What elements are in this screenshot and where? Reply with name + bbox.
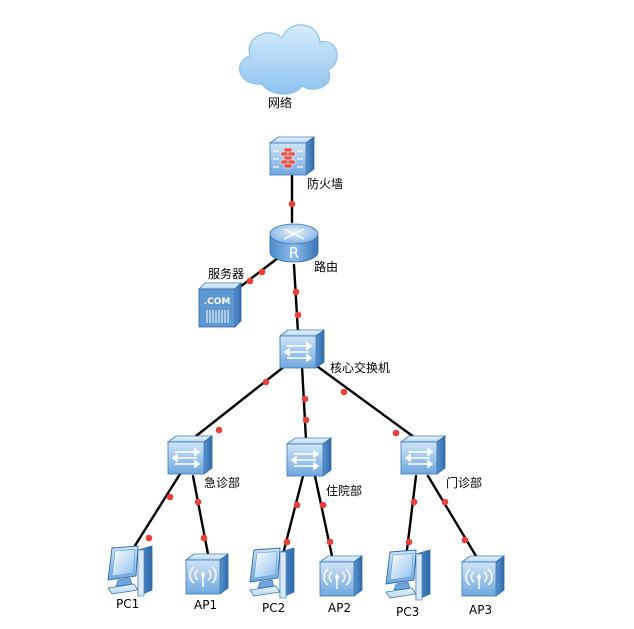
router-label: 路由 (314, 259, 338, 274)
ap1-label: AP1 (194, 598, 217, 612)
link-emergency-pc1 (129, 472, 182, 554)
link-outpatient-pc3 (404, 474, 418, 560)
link-router-server (234, 256, 280, 292)
firewall-icon (268, 136, 316, 176)
port-dot (262, 378, 270, 386)
pc3-label: PC3 (396, 605, 419, 619)
link-core-switch-inpatient (300, 364, 308, 442)
server-icon: .COM (198, 282, 242, 328)
switch-icon (167, 435, 213, 475)
access-point-icon (319, 555, 363, 597)
pc2-label: PC2 (262, 601, 285, 615)
link-router-core-switch (292, 263, 300, 335)
port-dot (405, 538, 413, 546)
outpatient-switch-label: 门诊部 (446, 475, 482, 490)
link-outpatient-ap3 (426, 474, 478, 558)
internet-label: 网络 (268, 95, 292, 110)
pc-icon (107, 545, 153, 597)
router-icon: R (269, 223, 319, 263)
switch-icon (279, 329, 325, 369)
port-dot (302, 416, 310, 424)
port-dot (293, 501, 301, 509)
router-glyph: R (289, 244, 299, 262)
access-point-icon (185, 553, 229, 595)
server-label: 服务器 (208, 266, 244, 281)
cloud-icon (239, 24, 338, 95)
server-glyph: .COM (204, 297, 231, 307)
link-inpatient-pc2 (280, 474, 305, 560)
core-switch-label: 核心交换机 (330, 360, 390, 375)
port-dot (301, 395, 309, 403)
emergency-switch-label: 急诊部 (204, 475, 240, 490)
port-dot (200, 534, 208, 542)
access-point-icon (461, 555, 505, 597)
port-dot (441, 498, 449, 506)
port-dot (246, 277, 254, 285)
port-dot (215, 426, 223, 434)
port-dot (258, 268, 266, 276)
pc-icon (385, 549, 431, 601)
port-dot (283, 538, 291, 546)
link-emergency-ap1 (191, 474, 210, 556)
switch-icon (400, 435, 446, 475)
port-dot (410, 498, 418, 506)
pc1-label: PC1 (116, 597, 139, 611)
port-dot (166, 493, 174, 501)
port-dot (288, 200, 296, 208)
port-dot (461, 536, 469, 544)
pc-icon (249, 547, 295, 599)
ap3-label: AP3 (469, 603, 492, 617)
port-dot (319, 501, 327, 509)
port-dot (392, 429, 400, 437)
port-dot (292, 288, 300, 296)
switch-icon (286, 437, 332, 477)
port-dot (340, 388, 348, 396)
port-dot (145, 534, 153, 542)
port-dot (194, 498, 202, 506)
link-core-switch-emergency (189, 360, 292, 442)
ap2-label: AP2 (328, 601, 351, 615)
link-core-switch-outpatient (312, 362, 420, 442)
port-dot (326, 538, 334, 546)
port-dot (294, 311, 302, 319)
inpatient-switch-label: 住院部 (326, 483, 362, 498)
firewall-label: 防火墙 (307, 176, 343, 191)
